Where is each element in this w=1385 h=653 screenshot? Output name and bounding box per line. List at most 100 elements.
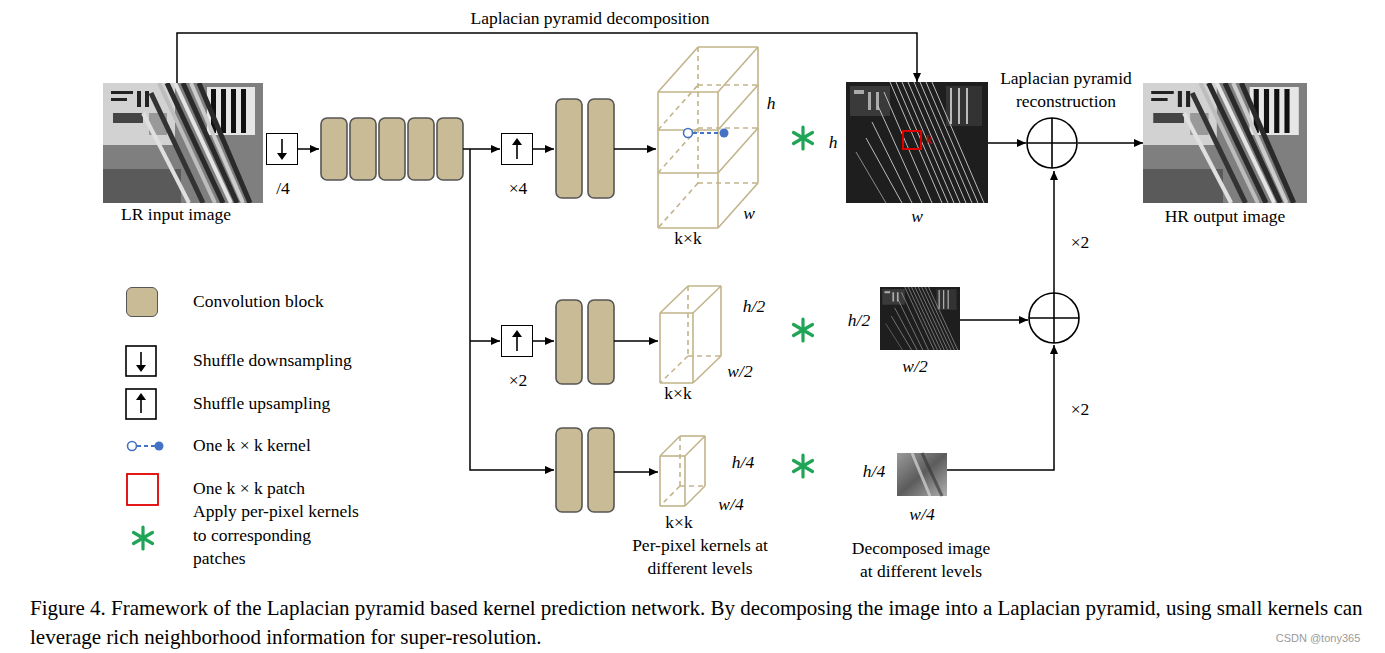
- node-label: LR input image: [121, 203, 231, 226]
- laplacian-level-2: [880, 287, 960, 350]
- connector: [988, 142, 1026, 144]
- cube-edge: [658, 47, 698, 92]
- laplacian-level-1: [846, 82, 988, 203]
- node-label: w: [911, 205, 923, 228]
- kernel-cube: h/2w/2k×k: [660, 286, 721, 383]
- cube-edge: [657, 92, 659, 228]
- figure-caption: Figure 4. Framework of the Laplacian pyr…: [30, 594, 1380, 652]
- cube-edge: [685, 486, 705, 506]
- cube-edge: [684, 456, 686, 506]
- laplacian-level-3: [897, 453, 947, 496]
- cube-edge: [718, 183, 758, 228]
- adder-bar: [1051, 118, 1053, 168]
- node-label: k×k: [674, 227, 701, 250]
- cube-edge: [680, 485, 705, 487]
- cube-edge: [660, 505, 685, 507]
- kernel-line: [693, 132, 720, 134]
- cube-edge: [660, 312, 693, 314]
- cube-edge: [679, 436, 681, 486]
- cube-edge: [693, 356, 721, 383]
- legend-samples: [126, 346, 164, 505]
- legend-text: Shuffle upsampling: [193, 392, 330, 416]
- cube-edge: [685, 436, 705, 456]
- kernel-start: [684, 129, 693, 138]
- patch-mark: [903, 131, 921, 149]
- scale-label: ×2: [1071, 398, 1090, 421]
- cube-edge: [660, 436, 680, 456]
- scale-label: ×2: [1071, 231, 1090, 254]
- output-image: HR output image: [1143, 83, 1307, 203]
- node-label: h/4: [732, 451, 754, 474]
- cube-edge: [693, 286, 721, 313]
- lr-image: [103, 83, 263, 203]
- edge-label: Laplacian pyramid decomposition: [466, 8, 713, 29]
- cube-edge: [658, 172, 718, 174]
- cube-edge: [659, 313, 661, 383]
- node-label: k×k: [664, 382, 691, 405]
- cube-edge: [698, 127, 758, 129]
- adder-symbol: [1026, 117, 1078, 169]
- cube-edge: [688, 285, 721, 287]
- node-label: h/4: [863, 460, 885, 483]
- cube-edge: [697, 47, 699, 183]
- cube-edge: [658, 183, 698, 228]
- node-label: Decomposed image at different levels: [844, 537, 998, 583]
- shuffle-down-box: /4: [266, 133, 298, 165]
- cube-edge: [660, 486, 680, 506]
- legend-text: Apply per-pixel kernels to corresponding…: [193, 500, 365, 571]
- cube-edge: [717, 92, 719, 228]
- cube-edge: [680, 435, 705, 437]
- wires: [297, 149, 1054, 472]
- node-label: h/2: [848, 309, 870, 332]
- node-label: Per-pixel kernels at different levels: [631, 534, 769, 580]
- apply-asterisks: [134, 127, 813, 549]
- cube-edge: [718, 128, 758, 173]
- kernel-end: [720, 129, 729, 138]
- adder-circle: [1029, 293, 1079, 343]
- connector: [1078, 142, 1143, 144]
- convolution-blocks: [321, 99, 614, 512]
- node-label: HR output image: [1165, 205, 1286, 228]
- decomposed-image: h/2w/2: [880, 287, 960, 350]
- watermark: CSDN @tony365: [1276, 631, 1361, 645]
- node-label: ×2: [509, 369, 528, 392]
- legend-swatch: [126, 287, 158, 317]
- shuffle-up-box: ×4: [501, 133, 533, 165]
- legend-text: Shuffle downsampling: [193, 349, 352, 373]
- cube-edge: [698, 84, 758, 86]
- node-label: w/2: [902, 355, 927, 378]
- legend-text: One k × k patch: [193, 477, 305, 501]
- node-label: h/2: [743, 295, 765, 318]
- cube-edge: [692, 313, 694, 383]
- shuffle-up-box: ×2: [501, 325, 533, 357]
- adder-circle: [1027, 118, 1077, 168]
- node-label: k×k: [665, 511, 692, 534]
- cube-edge: [659, 456, 661, 506]
- kernel-cube: [660, 286, 721, 383]
- decomposed-image: hw: [846, 82, 988, 203]
- scale-label: k: [926, 133, 932, 149]
- node-label: h: [829, 131, 838, 154]
- cube-edge: [698, 46, 758, 48]
- cube-edge: [718, 85, 758, 130]
- node-label: ×4: [509, 177, 528, 200]
- kernel-cube: [660, 436, 705, 506]
- cube-edge: [698, 182, 758, 184]
- node-label: /4: [276, 177, 290, 200]
- node-label: w/2: [727, 360, 752, 383]
- cube-edge: [720, 286, 722, 356]
- node-label: Laplacian pyramid reconstruction: [984, 67, 1149, 113]
- node-label: w: [743, 202, 755, 225]
- cube-edge: [660, 286, 688, 313]
- cube-edge: [658, 85, 698, 130]
- cube-edge: [704, 436, 706, 486]
- input-image: LR input image: [103, 83, 263, 203]
- cube-edge: [687, 286, 689, 356]
- connector: [177, 33, 917, 83]
- legend-text: One k × k kernel: [193, 434, 311, 458]
- cube-edge: [660, 455, 685, 457]
- kernel-cube: h/4w/4k×kPer-pixel kernels at different …: [660, 436, 705, 506]
- node-label: w/4: [909, 503, 934, 526]
- node-label: h: [767, 92, 776, 115]
- hr-image: [1143, 83, 1307, 203]
